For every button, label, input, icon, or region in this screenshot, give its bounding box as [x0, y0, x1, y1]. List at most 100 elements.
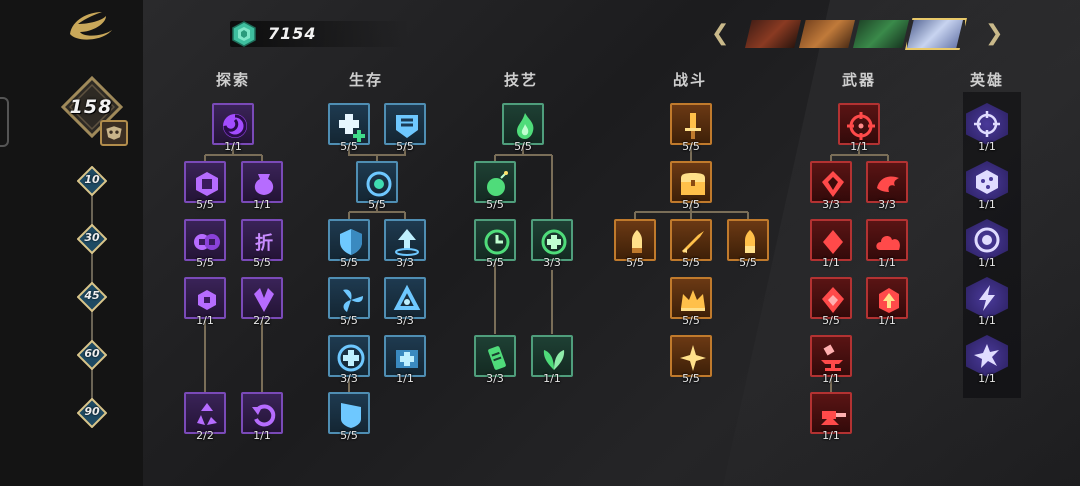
milestone-45[interactable]: 45: [77, 282, 107, 312]
hero-portrait-1[interactable]: [745, 20, 801, 48]
survive-node-armor-plate[interactable]: 5/5: [384, 103, 426, 153]
player-level: 158: [69, 96, 113, 118]
hero-portrait-2[interactable]: [799, 20, 855, 48]
cloud-icon: [876, 236, 900, 250]
weapon-node-diamond[interactable]: 5/5: [810, 277, 852, 327]
hero-selector: [745, 18, 967, 50]
leaf-icon: [543, 350, 565, 370]
discount-icon: 折: [255, 232, 273, 254]
dragon-icon: [877, 176, 899, 192]
explore-node-coins[interactable]: 5/5: [184, 219, 226, 269]
weapon-node-turret[interactable]: 1/1: [810, 392, 852, 442]
category-title-weapon: 武器: [841, 71, 876, 89]
category-title-combat: 战斗: [672, 71, 707, 89]
weapon-node-crosshair[interactable]: 1/1: [838, 103, 880, 153]
bullet-icon: [632, 230, 642, 253]
coin-magnet-icon: [198, 290, 216, 310]
craft-node-leaf[interactable]: 1/1: [531, 335, 573, 385]
combat-node-sword[interactable]: 5/5: [670, 103, 712, 153]
hero-portrait-4[interactable]: [907, 20, 963, 48]
survive-node-medkit[interactable]: 3/3: [328, 335, 370, 385]
crystal-icon: [254, 288, 274, 312]
wind-icon: [343, 289, 363, 312]
side-tab[interactable]: [0, 97, 9, 147]
orb-icon: [974, 227, 1000, 253]
hero-next-button[interactable]: ❯: [985, 21, 1004, 46]
hero-node-target[interactable]: 1/1: [966, 103, 1008, 153]
explore-node-coin[interactable]: 5/5: [184, 161, 226, 211]
weapon-node-cloud[interactable]: 1/1: [866, 219, 908, 269]
milestone-90[interactable]: 90: [77, 398, 107, 428]
weapon-node-upgrade[interactable]: 1/1: [866, 277, 908, 327]
weapon-node-card[interactable]: 1/1: [810, 219, 852, 269]
recycle-icon: [197, 403, 217, 425]
coins-icon: [194, 234, 220, 250]
star-icon: [680, 345, 706, 371]
category-title-survive: 生存: [348, 71, 383, 89]
craft-node-heal-cycle[interactable]: 3/3: [531, 219, 573, 269]
refresh-icon: [252, 404, 276, 427]
combat-node-bullet[interactable]: 5/5: [614, 219, 656, 269]
explore-node-discount[interactable]: 折 5/5: [241, 219, 283, 269]
weapon-node-dragon[interactable]: 3/3: [866, 161, 908, 211]
combat-node-star[interactable]: 5/5: [670, 335, 712, 385]
chest-icon: [681, 173, 705, 195]
survive-node-shield[interactable]: 5/5: [328, 219, 370, 269]
rocket-icon: [682, 231, 704, 253]
heal-cycle-icon: [541, 229, 567, 255]
burst-icon: [974, 344, 999, 368]
heal-plus-icon: [339, 114, 365, 142]
survive-node-health-pack[interactable]: 1/1: [384, 335, 426, 385]
talent-tree-panel: 7154 ❮ ❯ 探索 生存 技艺 战斗 武器 英雄: [143, 0, 1080, 486]
crosshair-icon: [847, 112, 875, 140]
craft-node-cooldown[interactable]: 5/5: [474, 219, 516, 269]
explore-node-recycle[interactable]: 2/2: [184, 392, 226, 442]
explore-node-pouch[interactable]: 1/1: [241, 161, 283, 211]
combat-node-chest[interactable]: 5/5: [670, 161, 712, 211]
hero-node-lightning[interactable]: 1/1: [966, 277, 1008, 327]
milestone-60[interactable]: 60: [77, 340, 107, 370]
survive-node-revive[interactable]: 3/3: [384, 219, 426, 269]
cooldown-icon: [484, 229, 510, 255]
hero-node-dice[interactable]: 1/1: [966, 161, 1008, 211]
explore-node-vortex[interactable]: 1/1: [212, 103, 254, 153]
hero-node-orb[interactable]: 1/1: [966, 219, 1008, 269]
guard-icon: [341, 403, 361, 428]
left-rail: 158 10 30 45 60 90: [0, 0, 143, 486]
combat-node-crown[interactable]: 5/5: [670, 277, 712, 327]
flame-icon: [517, 113, 534, 139]
craft-node-bomb[interactable]: 5/5: [474, 161, 516, 211]
medkit-icon: [337, 344, 365, 372]
combat-node-rocket[interactable]: 5/5: [670, 219, 712, 269]
category-title-hero: 英雄: [969, 71, 1004, 89]
explore-node-refresh[interactable]: 1/1: [241, 392, 283, 442]
turret-icon: [821, 411, 846, 425]
vortex-icon: [223, 114, 247, 138]
survive-node-guard[interactable]: 5/5: [328, 392, 370, 442]
survive-node-cycle[interactable]: 3/3: [384, 277, 426, 327]
coin-icon: [196, 172, 218, 196]
milestone-30[interactable]: 30: [77, 224, 107, 254]
pouch-icon: [254, 174, 274, 195]
hero-prev-button[interactable]: ❮: [711, 21, 730, 46]
weapon-node-gem-shard[interactable]: 3/3: [810, 161, 852, 211]
shield-icon: [340, 229, 362, 255]
craft-node-flame[interactable]: 5/5: [502, 103, 544, 153]
survive-node-wind[interactable]: 5/5: [328, 277, 370, 327]
survive-node-regen-cycle[interactable]: 5/5: [356, 161, 398, 211]
hero-portrait-3[interactable]: [853, 20, 909, 48]
svg-text:折: 折: [255, 232, 273, 254]
bomb-icon: [487, 171, 508, 196]
craft-node-scroll[interactable]: 3/3: [474, 335, 516, 385]
explore-node-coin-magnet[interactable]: 1/1: [184, 277, 226, 327]
armor-plate-icon: [396, 115, 418, 138]
milestone-10[interactable]: 10: [77, 166, 107, 196]
survive-node-heal-plus[interactable]: 5/5: [328, 103, 370, 153]
mask-badge-icon[interactable]: [100, 120, 128, 146]
hero-node-burst[interactable]: 1/1: [966, 335, 1008, 385]
card-icon: [823, 230, 843, 254]
weapon-node-anvil[interactable]: 1/1: [810, 335, 852, 385]
combat-node-shell[interactable]: 5/5: [727, 219, 769, 269]
explore-node-crystal[interactable]: 2/2: [241, 277, 283, 327]
currency-display: 7154: [230, 21, 410, 47]
